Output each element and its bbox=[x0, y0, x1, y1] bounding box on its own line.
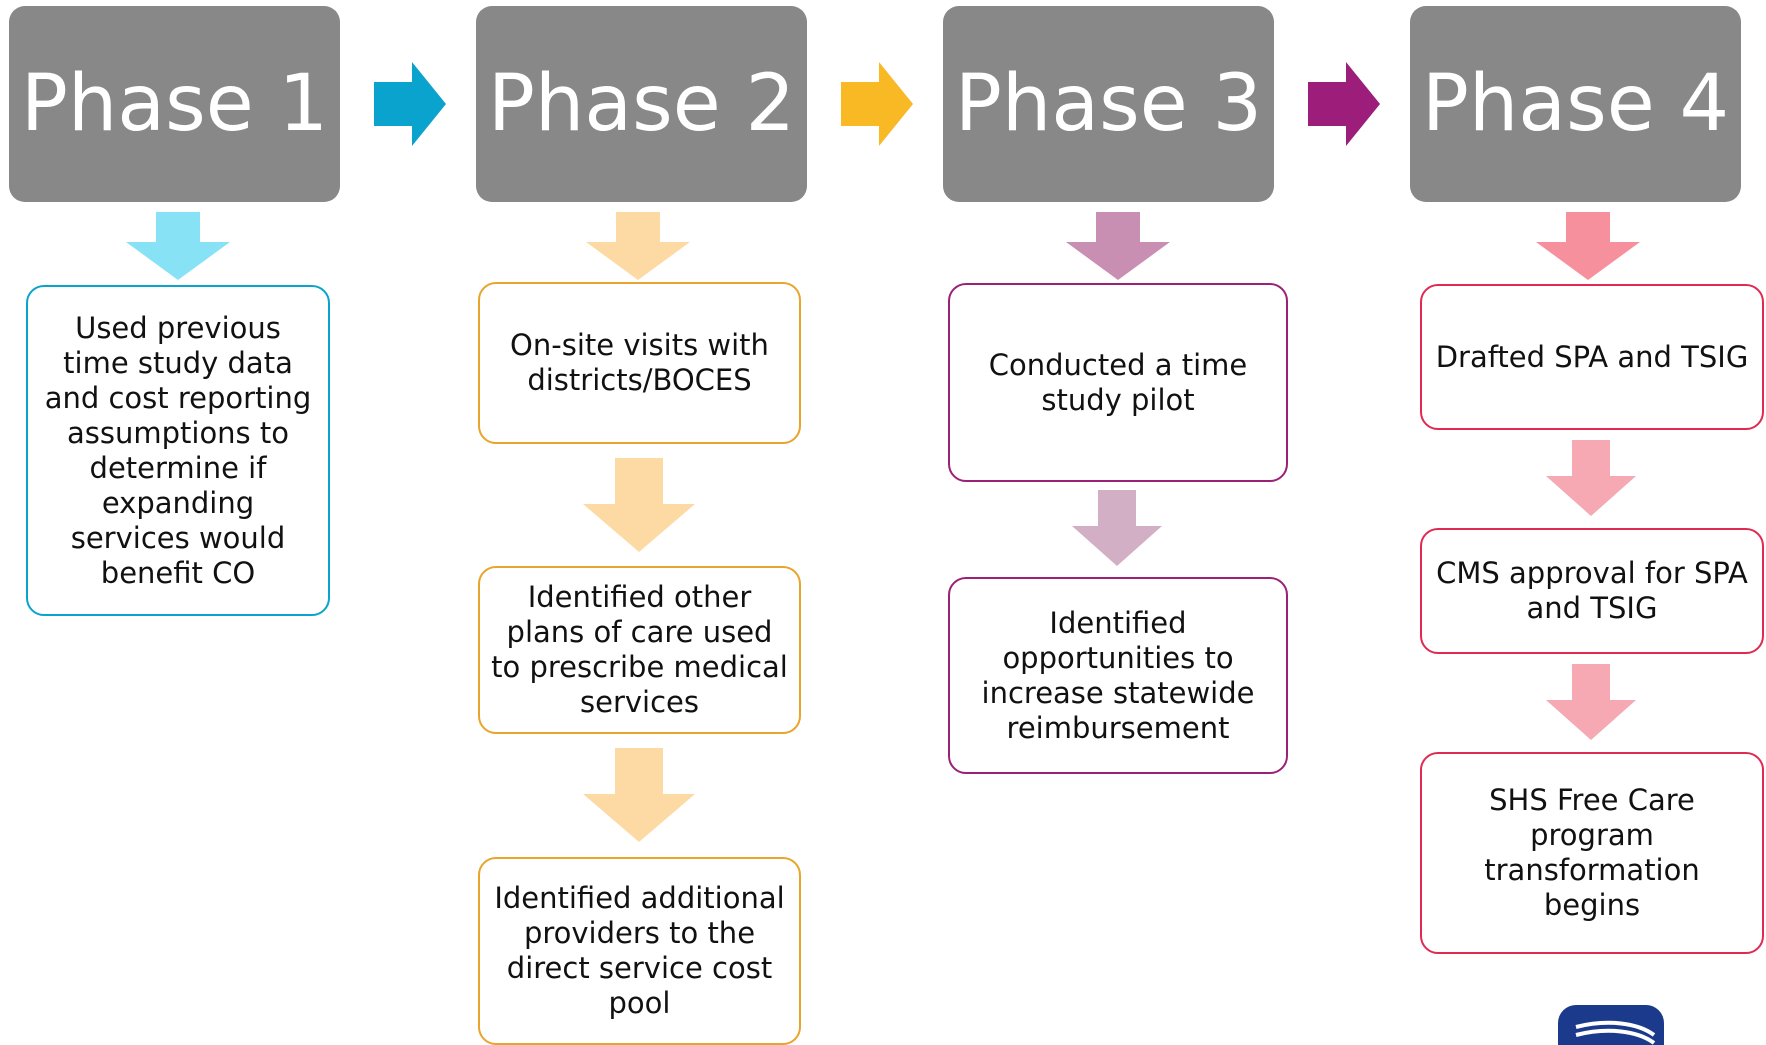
phase-3-down-arrow-2-icon bbox=[1072, 490, 1162, 566]
phase-1-step-1: Used previous time study data and cost r… bbox=[26, 285, 330, 616]
phase-2-down-arrow-2-icon bbox=[583, 458, 695, 552]
phase-3-down-arrow-1-icon bbox=[1066, 212, 1170, 280]
phase-2-header: Phase 2 bbox=[476, 6, 807, 202]
phase-3-step-1: Conducted a time study pilot bbox=[948, 283, 1288, 482]
phase-2-step-3-text: Identified additional providers to the d… bbox=[494, 881, 785, 1020]
phase-3-step-2: Identified opportunities to increase sta… bbox=[948, 577, 1288, 774]
phase-3-label: Phase 3 bbox=[954, 59, 1263, 149]
phase-2-label: Phase 2 bbox=[487, 59, 796, 149]
phase-2-step-2-text: Identified other plans of care used to p… bbox=[491, 580, 788, 719]
connector-arrow-1-icon bbox=[374, 62, 446, 146]
phase-4-step-3-text: SHS Free Care program transformation beg… bbox=[1484, 783, 1700, 922]
phase-2-step-3: Identified additional providers to the d… bbox=[478, 857, 801, 1045]
phase-2-down-arrow-3-icon bbox=[583, 748, 695, 842]
phase-4-down-arrow-2-icon bbox=[1546, 440, 1636, 516]
phase-4-step-1-text: Drafted SPA and TSIG bbox=[1435, 339, 1749, 374]
phase-3-header: Phase 3 bbox=[943, 6, 1274, 202]
phase-4-step-2: CMS approval for SPA and TSIG bbox=[1420, 528, 1764, 654]
logo-icon bbox=[1558, 1005, 1664, 1045]
phase-2-step-1-text: On-site visits with districts/BOCES bbox=[510, 328, 769, 397]
phase-2-step-1: On-site visits with districts/BOCES bbox=[478, 282, 801, 444]
phase-3-step-2-text: Identified opportunities to increase sta… bbox=[981, 605, 1255, 745]
phase-2-down-arrow-1-icon bbox=[586, 212, 690, 280]
phase-4-label: Phase 4 bbox=[1421, 59, 1730, 149]
connector-arrow-3-icon bbox=[1308, 62, 1380, 146]
phase-3-step-1-text: Conducted a time study pilot bbox=[988, 347, 1248, 417]
phase-1-step-1-text: Used previous time study data and cost r… bbox=[44, 310, 312, 590]
connector-arrow-2-icon bbox=[841, 62, 913, 146]
phase-4-down-arrow-1-icon bbox=[1536, 212, 1640, 280]
phase-1-header: Phase 1 bbox=[9, 6, 340, 202]
phase-2-step-2: Identified other plans of care used to p… bbox=[478, 566, 801, 734]
phase-4-step-3: SHS Free Care program transformation beg… bbox=[1420, 752, 1764, 954]
phase-4-step-1: Drafted SPA and TSIG bbox=[1420, 284, 1764, 430]
phase-1-label: Phase 1 bbox=[20, 59, 329, 149]
phase-1-down-arrow-icon bbox=[126, 212, 230, 280]
phase-4-down-arrow-3-icon bbox=[1546, 664, 1636, 740]
phase-4-step-2-text: CMS approval for SPA and TSIG bbox=[1436, 556, 1748, 625]
phase-4-header: Phase 4 bbox=[1410, 6, 1741, 202]
